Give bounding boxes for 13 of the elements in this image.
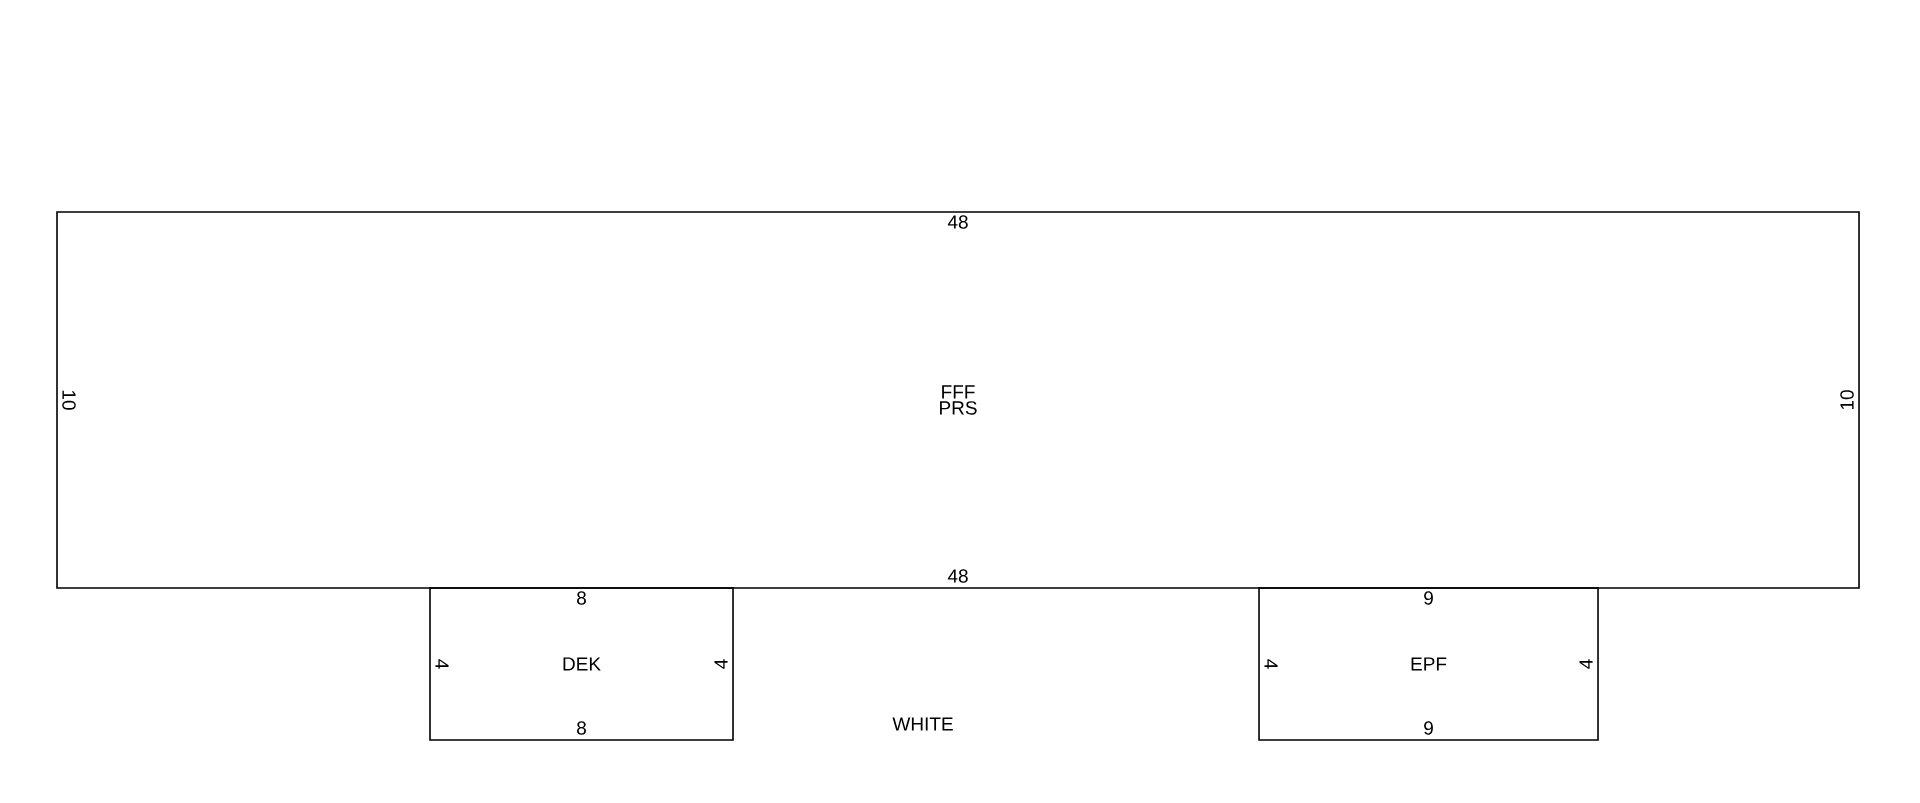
dimension-label: 4 — [435, 659, 449, 669]
dimension-label: 4 — [1579, 659, 1593, 669]
dimension-label: 10 — [1840, 390, 1854, 410]
dimension-label: 9 — [1424, 721, 1433, 735]
dimension-label: 8 — [577, 591, 586, 605]
dimension-label: 10 — [62, 390, 76, 410]
dimension-label: 48 — [947, 569, 968, 583]
dimension-label: 8 — [577, 721, 586, 735]
dimension-label: 48 — [947, 215, 968, 229]
dimension-label: 4 — [1264, 659, 1278, 669]
dimension-label: 4 — [714, 659, 728, 669]
area-label: WHITE — [892, 717, 953, 731]
dimension-label: 9 — [1424, 591, 1433, 605]
